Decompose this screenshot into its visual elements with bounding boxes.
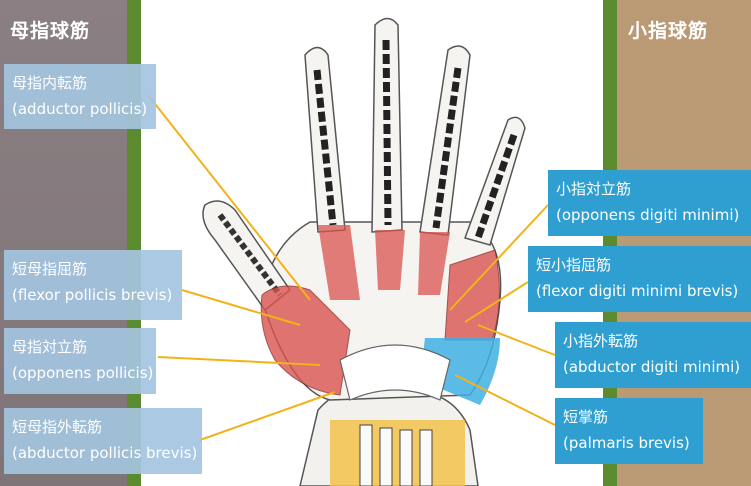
label-en: (adductor pollicis): [12, 100, 148, 118]
leader-abductor-pollicis-brevis: [199, 391, 336, 441]
wrist-tendon: [419, 429, 433, 486]
label-jp: 小指対立筋: [556, 180, 632, 198]
middle-tendon: [382, 39, 392, 226]
flexor-retinaculum: [339, 344, 451, 401]
label-en: (opponens pollicis): [12, 364, 154, 382]
hypothenar-muscles: [444, 249, 500, 341]
label-jp: 母指対立筋: [12, 338, 88, 356]
label-jp: 母指内転筋: [12, 74, 88, 92]
label-en: (palmaris brevis): [563, 434, 690, 452]
lumbrical-muscle: [375, 230, 405, 290]
wrist-tendons-yellow: [330, 420, 465, 486]
lumbrical-muscle: [418, 232, 450, 295]
leader-flexor-pollicis-brevis: [181, 289, 301, 326]
thumb-tendon: [217, 213, 283, 297]
leader-adductor-pollicis: [147, 94, 311, 301]
label-flexor-digiti-minimi-brevis: 短小指屈筋 (flexor digiti minimi brevis): [528, 246, 751, 312]
label-abductor-digiti-minimi: 小指外転筋 (abductor digiti minimi): [555, 322, 751, 388]
label-jp: 短母指外転筋: [12, 418, 103, 436]
label-en: (opponens digiti minimi): [556, 206, 740, 224]
label-jp: 短掌筋: [563, 408, 609, 426]
ring-tendon: [432, 67, 462, 229]
wrist-tendon: [379, 427, 393, 486]
label-jp: 小指外転筋: [563, 332, 639, 350]
leader-opponens-pollicis: [157, 356, 321, 366]
label-palmaris-brevis: 短掌筋 (palmaris brevis): [555, 398, 703, 464]
label-en: (flexor digiti minimi brevis): [536, 282, 739, 300]
label-adductor-pollicis: 母指内転筋 (adductor pollicis): [4, 64, 156, 129]
label-jp: 短母指屈筋: [12, 260, 88, 278]
thenar-muscles: [260, 285, 351, 396]
label-en: (abductor digiti minimi): [563, 358, 741, 376]
leader-abductor-digiti-minimi: [477, 324, 556, 356]
label-opponens-pollicis: 母指対立筋 (opponens pollicis): [4, 328, 156, 394]
label-en: (abductor pollicis brevis): [12, 444, 198, 462]
leader-palmaris-brevis: [454, 374, 556, 426]
little-tendon: [474, 133, 518, 240]
wrist-tendon: [399, 429, 413, 486]
hypothenar-group-title: 小指球筋: [628, 20, 709, 42]
thenar-group-title: 母指球筋: [10, 20, 91, 42]
lumbrical-muscle: [318, 225, 360, 300]
label-en: (flexor pollicis brevis): [12, 286, 173, 304]
index-tendon: [313, 69, 337, 226]
leader-flexor-digiti-minimi-brevis: [464, 281, 529, 323]
label-jp: 短小指屈筋: [536, 256, 612, 274]
label-opponens-digiti-minimi: 小指対立筋 (opponens digiti minimi): [548, 170, 751, 236]
leader-opponens-digiti-minimi: [449, 204, 549, 311]
label-abductor-pollicis-brevis: 短母指外転筋 (abductor pollicis brevis): [4, 408, 202, 474]
wrist-tendon: [359, 424, 373, 486]
label-flexor-pollicis-brevis: 短母指屈筋 (flexor pollicis brevis): [4, 250, 182, 320]
